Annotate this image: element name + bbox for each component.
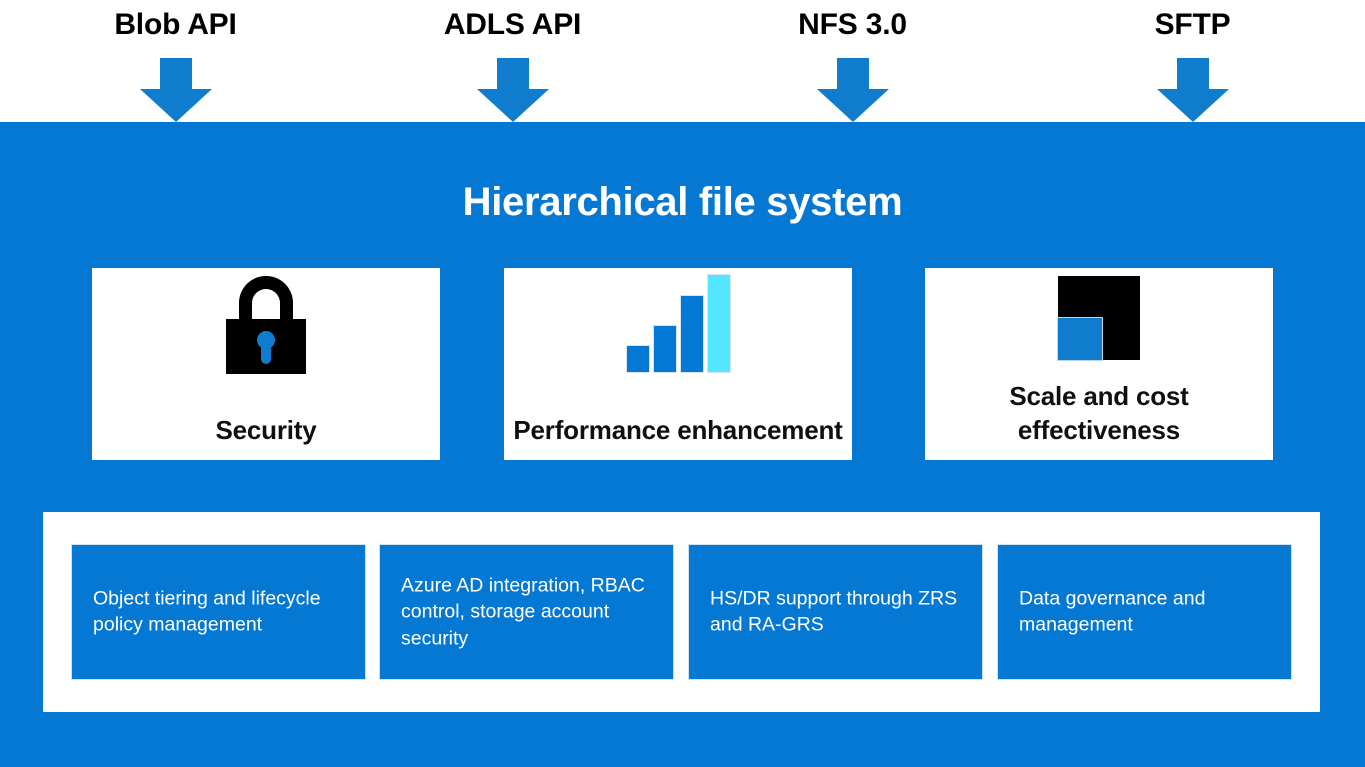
down-arrow-icon: [476, 58, 549, 122]
feature-label-scale: Scale and cost effectiveness: [1009, 381, 1189, 446]
lock-graphic: [220, 276, 312, 374]
arrow-head: [476, 89, 549, 122]
bar-1: [626, 345, 650, 373]
bar-2: [653, 325, 677, 373]
capability-box-object-tiering: Object tiering and lifecycle policy mana…: [71, 544, 366, 680]
api-entry-sftp: SFTP: [1080, 0, 1305, 122]
down-arrow-icon: [139, 58, 212, 122]
arrow-head: [1156, 89, 1229, 122]
capability-box-hs-dr: HS/DR support through ZRS and RA-GRS: [688, 544, 983, 680]
capability-text: HS/DR support through ZRS and RA-GRS: [710, 587, 958, 636]
scale-blocks-icon: [925, 268, 1273, 384]
feature-label-security: Security: [215, 415, 317, 446]
capability-box-data-governance: Data governance and management: [997, 544, 1292, 680]
scale-block-accent: [1057, 317, 1103, 361]
page-title: Hierarchical file system: [462, 180, 903, 224]
arrow-head: [816, 89, 889, 122]
api-label-blob: Blob API: [114, 8, 237, 41]
bar-chart-graphic: [626, 272, 731, 373]
arrow-head: [139, 89, 212, 122]
hierarchical-file-system-panel: Hierarchical file system Security: [0, 122, 1365, 767]
capability-text: Azure AD integration, RBAC control, stor…: [401, 574, 645, 650]
capability-text: Object tiering and lifecycle policy mana…: [93, 587, 321, 636]
lock-keyhole-stem: [261, 342, 271, 364]
bar-chart-icon: [504, 268, 852, 384]
bar-3: [680, 295, 704, 373]
arrow-shaft: [159, 58, 192, 90]
arrow-shaft: [836, 58, 869, 90]
api-entry-adls: ADLS API: [400, 0, 625, 122]
bar-4-highlight: [707, 274, 731, 373]
capability-box-azure-ad: Azure AD integration, RBAC control, stor…: [379, 544, 674, 680]
api-entry-nfs: NFS 3.0: [740, 0, 965, 122]
lock-icon: [92, 268, 440, 384]
api-entry-blob: Blob API: [63, 0, 288, 122]
scale-block-right: [1103, 276, 1140, 360]
feature-label-performance: Performance enhancement: [513, 415, 843, 446]
arrow-shaft: [496, 58, 529, 90]
arrow-shaft: [1176, 58, 1209, 90]
api-label-sftp: SFTP: [1154, 8, 1231, 41]
feature-card-performance: Performance enhancement: [504, 268, 852, 460]
capability-text: Data governance and management: [1019, 587, 1206, 636]
feature-card-scale: Scale and cost effectiveness: [925, 268, 1273, 460]
api-label-nfs: NFS 3.0: [798, 8, 907, 41]
api-label-adls: ADLS API: [443, 8, 582, 41]
capabilities-panel: Object tiering and lifecycle policy mana…: [43, 512, 1320, 712]
scale-blocks-graphic: [1057, 276, 1140, 361]
feature-card-security: Security: [92, 268, 440, 460]
down-arrow-icon: [1156, 58, 1229, 122]
down-arrow-icon: [816, 58, 889, 122]
